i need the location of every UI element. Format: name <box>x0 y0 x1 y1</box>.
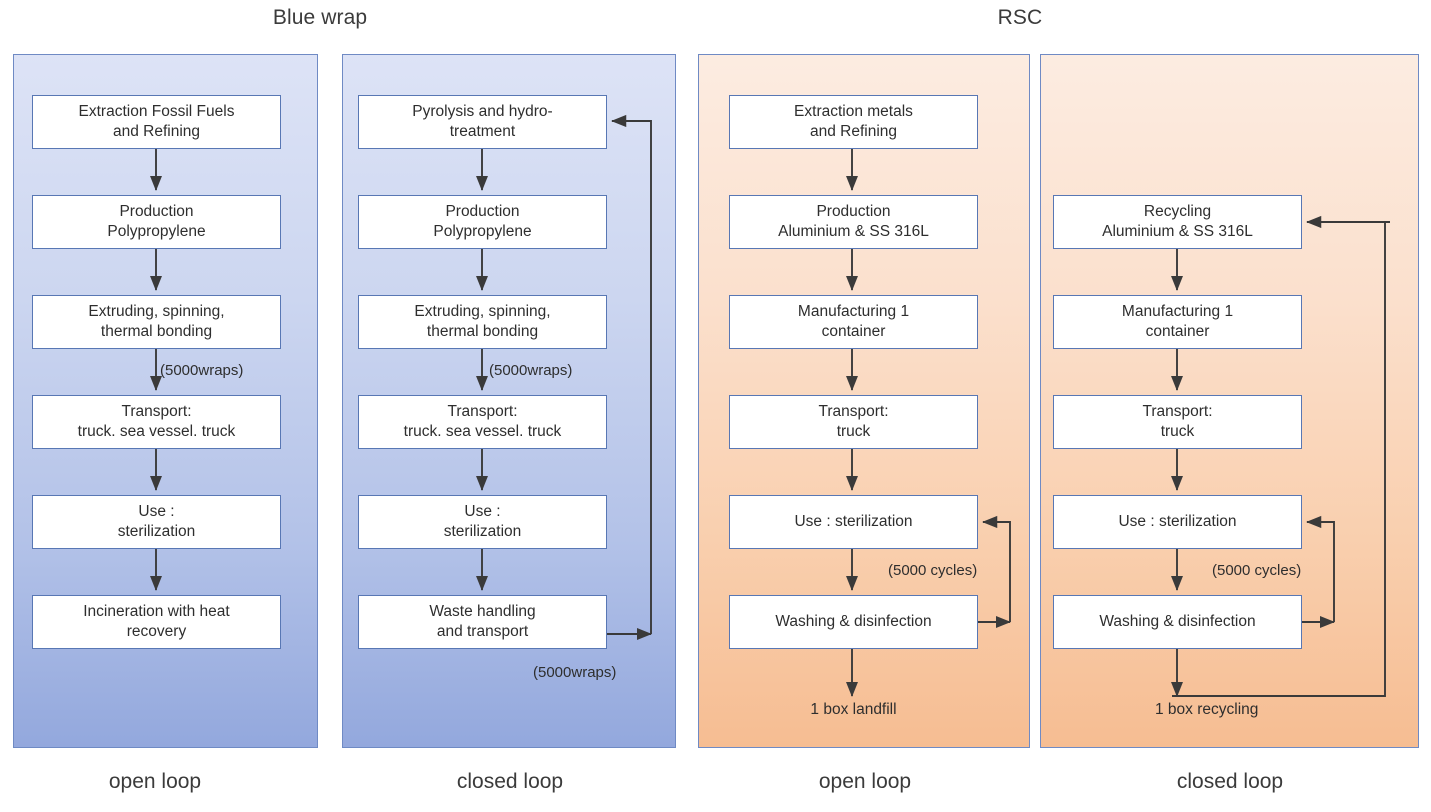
node-line-1: Production <box>816 203 891 221</box>
node-line-1: Extraction metals <box>794 103 913 121</box>
node-line-2: thermal bonding <box>426 323 539 340</box>
node-rsc-open-5[interactable]: Use : sterilization <box>729 495 978 549</box>
node-line-2: Aluminium & SS 316L <box>778 223 929 240</box>
node-line-2: container <box>821 323 886 340</box>
node-rsc-open-4[interactable]: Transport: truck <box>729 395 978 449</box>
node-blue-closed-2[interactable]: Production Polypropylene <box>358 195 607 249</box>
node-line-1: Use : <box>464 503 501 521</box>
node-line-2: and Refining <box>112 123 201 140</box>
node-line-2: and Refining <box>809 123 898 140</box>
node-line-1: Transport: <box>121 403 192 421</box>
panel-caption-blue-closed-loop: closed loop <box>456 770 564 793</box>
panel-caption-rsc-open-loop: open loop <box>818 770 912 793</box>
node-blue-open-5[interactable]: Use : sterilization <box>32 495 281 549</box>
edge-label-blue-closed-wraps-bottom: (5000wraps) <box>533 664 617 681</box>
node-line-2: truck <box>1160 423 1195 440</box>
node-line-1: Use : sterilization <box>794 513 913 531</box>
node-blue-open-1[interactable]: Extraction Fossil Fuels and Refining <box>32 95 281 149</box>
group-title-blue-wrap: Blue wrap <box>272 6 368 29</box>
node-line-1: Production <box>119 203 194 221</box>
node-blue-closed-6[interactable]: Waste handling and transport <box>358 595 607 649</box>
node-line-1: Transport: <box>818 403 889 421</box>
node-line-1: Pyrolysis and hydro- <box>412 103 553 121</box>
node-blue-closed-3[interactable]: Extruding, spinning, thermal bonding <box>358 295 607 349</box>
node-rsc-open-1[interactable]: Extraction metals and Refining <box>729 95 978 149</box>
node-line-2: container <box>1145 323 1210 340</box>
node-line-1: Production <box>445 203 520 221</box>
node-blue-open-6[interactable]: Incineration with heat recovery <box>32 595 281 649</box>
node-line-1: Washing & disinfection <box>1099 613 1256 631</box>
node-line-2: truck. sea vessel. truck <box>77 423 236 440</box>
node-line-1: Use : sterilization <box>1118 513 1237 531</box>
node-line-1: Extruding, spinning, <box>88 303 225 321</box>
node-line-2: recovery <box>126 623 187 640</box>
edge-label-blue-open-wraps: (5000wraps) <box>160 362 244 379</box>
node-rsc-closed-5[interactable]: Washing & disinfection <box>1053 595 1302 649</box>
node-line-1: Transport: <box>447 403 518 421</box>
node-line-2: sterilization <box>443 523 522 540</box>
node-rsc-open-6[interactable]: Washing & disinfection <box>729 595 978 649</box>
node-rsc-closed-3[interactable]: Transport: truck <box>1053 395 1302 449</box>
node-line-2: truck. sea vessel. truck <box>403 423 562 440</box>
node-blue-open-2[interactable]: Production Polypropylene <box>32 195 281 249</box>
node-rsc-closed-2[interactable]: Manufacturing 1 container <box>1053 295 1302 349</box>
node-rsc-closed-4[interactable]: Use : sterilization <box>1053 495 1302 549</box>
node-line-2: Aluminium & SS 316L <box>1102 223 1253 240</box>
node-line-1: Recycling <box>1143 203 1212 221</box>
node-rsc-closed-1[interactable]: Recycling Aluminium & SS 316L <box>1053 195 1302 249</box>
node-blue-closed-5[interactable]: Use : sterilization <box>358 495 607 549</box>
node-line-1: Use : <box>138 503 175 521</box>
node-blue-open-4[interactable]: Transport: truck. sea vessel. truck <box>32 395 281 449</box>
node-line-2: truck <box>836 423 871 440</box>
group-title-rsc: RSC <box>997 6 1043 29</box>
node-line-1: Washing & disinfection <box>775 613 932 631</box>
node-line-1: Waste handling <box>429 603 536 621</box>
node-line-1: Transport: <box>1142 403 1213 421</box>
node-line-1: Manufacturing 1 <box>797 303 910 321</box>
node-line-2: Polypropylene <box>107 223 206 240</box>
node-line-2: sterilization <box>117 523 196 540</box>
node-blue-open-3[interactable]: Extruding, spinning, thermal bonding <box>32 295 281 349</box>
edge-label-rsc-open-cycles: (5000 cycles) <box>888 562 978 579</box>
node-line-1: Extraction Fossil Fuels <box>78 103 235 121</box>
panel-caption-rsc-closed-loop: closed loop <box>1176 770 1284 793</box>
node-blue-closed-1[interactable]: Pyrolysis and hydro- treatment <box>358 95 607 149</box>
node-line-2: Polypropylene <box>433 223 532 240</box>
node-line-2: and transport <box>436 623 529 640</box>
node-blue-closed-4[interactable]: Transport: truck. sea vessel. truck <box>358 395 607 449</box>
edge-label-blue-closed-wraps-top: (5000wraps) <box>489 362 573 379</box>
node-line-1: Incineration with heat <box>83 603 230 621</box>
edge-label-rsc-closed-cycles: (5000 cycles) <box>1212 562 1302 579</box>
node-rsc-open-2[interactable]: Production Aluminium & SS 316L <box>729 195 978 249</box>
node-rsc-open-3[interactable]: Manufacturing 1 container <box>729 295 978 349</box>
node-line-2: thermal bonding <box>100 323 213 340</box>
node-line-1: Manufacturing 1 <box>1121 303 1234 321</box>
terminal-label-rsc-open: 1 box landfill <box>810 701 897 718</box>
panel-caption-blue-open-loop: open loop <box>108 770 202 793</box>
node-line-2: treatment <box>449 123 516 140</box>
node-line-1: Extruding, spinning, <box>414 303 551 321</box>
terminal-label-rsc-closed: 1 box recycling <box>1155 701 1259 718</box>
